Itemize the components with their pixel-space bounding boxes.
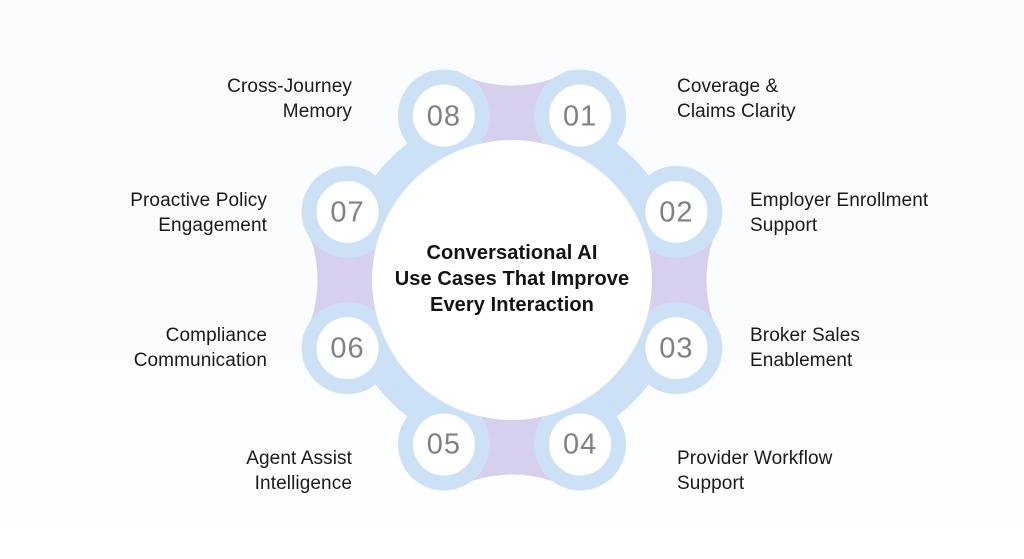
node-label-08-line-2: Memory bbox=[282, 101, 352, 122]
node-number-05: 05 bbox=[426, 428, 462, 461]
node-label-03-line-1: Broker Sales bbox=[750, 325, 860, 346]
node-label-05-line-1: Agent Assist bbox=[246, 448, 352, 469]
node-number-01: 01 bbox=[562, 100, 598, 133]
node-number-03: 03 bbox=[659, 332, 694, 365]
node-label-02-line-2: Support bbox=[750, 215, 818, 236]
node-number-06: 06 bbox=[330, 332, 365, 365]
node-label-05-line-2: Intelligence bbox=[254, 473, 352, 494]
node-number-07: 07 bbox=[330, 196, 365, 229]
diagram-title: Conversational AI Use Cases That Improve… bbox=[352, 240, 672, 318]
diagram-title-line-2: Use Cases That Improve bbox=[394, 268, 630, 290]
node-circle-06 bbox=[316, 317, 379, 380]
node-label-04-line-2: Support bbox=[677, 473, 745, 494]
node-circle-04 bbox=[549, 413, 612, 476]
node-label-01-line-2: Claims Clarity bbox=[677, 101, 796, 122]
node-circle-03 bbox=[645, 317, 708, 380]
node-inner-circles bbox=[316, 84, 708, 476]
center-circle bbox=[372, 140, 652, 420]
node-number-04: 04 bbox=[562, 428, 598, 461]
node-label-02-line-1: Employer Enrollment bbox=[750, 190, 929, 211]
node-label-06-line-2: Communication bbox=[133, 350, 267, 371]
node-circle-02 bbox=[645, 180, 708, 243]
node-label-03-line-2: Enablement bbox=[750, 350, 853, 371]
node-circle-08 bbox=[412, 84, 475, 147]
node-label-07-line-1: Proactive Policy bbox=[130, 190, 267, 211]
diagram-title-line-3: Every Interaction bbox=[430, 294, 594, 316]
diagram-title-line-1: Conversational AI bbox=[426, 242, 598, 264]
node-label-08-line-1: Cross-Journey bbox=[227, 76, 352, 97]
node-circle-07 bbox=[316, 180, 379, 243]
node-number-08: 08 bbox=[426, 100, 462, 133]
node-number-02: 02 bbox=[659, 196, 694, 229]
node-label-06-line-1: Compliance bbox=[165, 325, 267, 346]
node-circle-01 bbox=[549, 84, 612, 147]
node-label-04-line-1: Provider Workflow bbox=[677, 448, 833, 469]
node-label-07-line-2: Engagement bbox=[158, 215, 267, 236]
node-label-01: Coverage & Claims Clarity bbox=[677, 74, 927, 124]
node-label-01-line-1: Coverage & bbox=[677, 76, 779, 97]
node-circle-05 bbox=[412, 413, 475, 476]
